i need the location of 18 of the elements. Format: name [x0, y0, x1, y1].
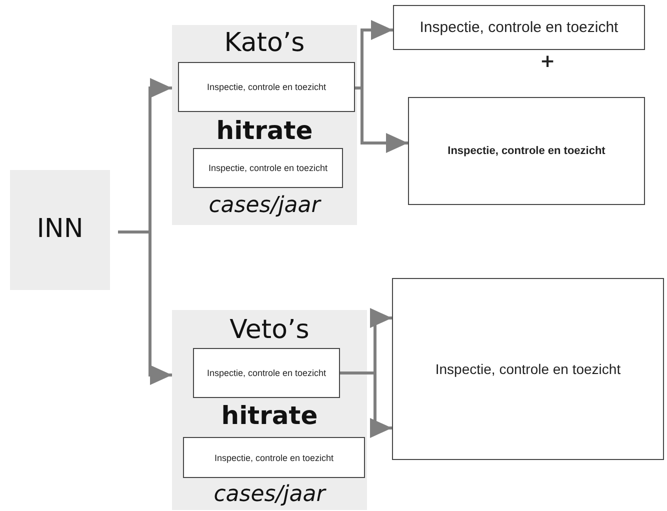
plus-sign: + [540, 52, 556, 72]
text-box: Inspectie, controle en toezicht [393, 5, 645, 50]
text-box: Inspectie, controle en toezicht [193, 348, 340, 398]
arrow [118, 230, 172, 385]
text-box: Inspectie, controle en toezicht [178, 62, 355, 112]
node-title: INN [36, 214, 84, 244]
text-box: Inspectie, controle en toezicht [183, 437, 365, 478]
metric-label: hitrate [220, 400, 319, 432]
metric-label: hitrate [215, 115, 314, 147]
text-box: Inspectie, controle en toezicht [392, 278, 664, 460]
panel [172, 310, 367, 510]
text-box: Inspectie, controle en toezicht [193, 148, 343, 188]
group-title: Kato’s [223, 27, 306, 59]
unit-label: cases/jaar [212, 481, 328, 509]
group-title: Veto’s [228, 314, 310, 346]
unit-label: cases/jaar [208, 192, 322, 220]
panel [172, 25, 357, 225]
text-box: Inspectie, controle en toezicht [408, 97, 645, 205]
